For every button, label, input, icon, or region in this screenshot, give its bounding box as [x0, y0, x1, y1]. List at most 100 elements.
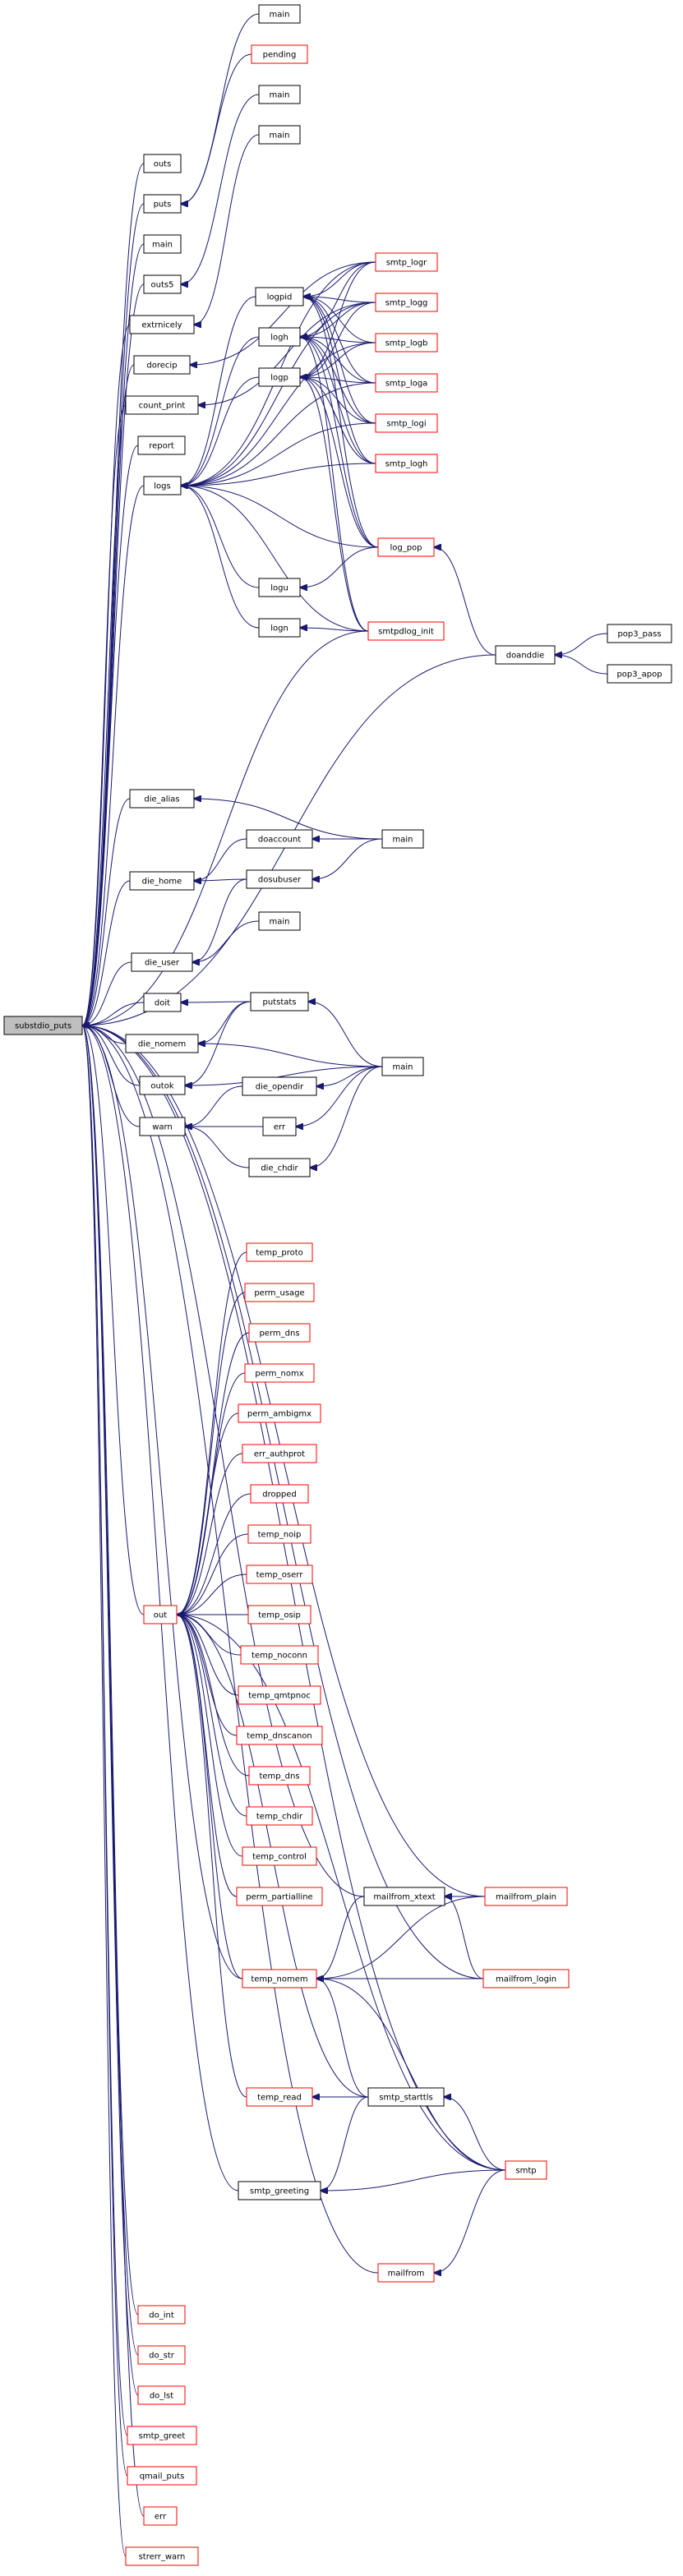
- node-label: main: [270, 11, 290, 20]
- node-label: smtp_greeting: [250, 2187, 309, 2196]
- call-edge: [316, 1896, 486, 1979]
- node-qmail-puts[interactable]: qmail_puts: [127, 2466, 197, 2486]
- node-out[interactable]: out: [143, 1605, 178, 1624]
- node-main[interactable]: main: [258, 125, 301, 145]
- node-logh[interactable]: logh: [258, 327, 301, 347]
- node-mailfrom-login[interactable]: mailfrom_login: [482, 1969, 570, 1988]
- node-temp-osip[interactable]: temp_osip: [247, 1605, 312, 1624]
- node-err[interactable]: err: [262, 1117, 297, 1136]
- node-label: temp_qmtpnoc: [248, 1692, 310, 1701]
- node-doanddie[interactable]: doanddie: [495, 645, 556, 665]
- node-temp-dns[interactable]: temp_dns: [248, 1766, 311, 1786]
- node-smtp-starttls[interactable]: smtp_starttls: [367, 2087, 445, 2107]
- node-err-authprot[interactable]: err_authprot: [242, 1444, 317, 1463]
- node-perm-partialline[interactable]: perm_partialline: [236, 1887, 323, 1906]
- node-smtp[interactable]: smtp: [505, 2160, 547, 2180]
- node-smtp-loga[interactable]: smtp_loga: [375, 373, 438, 393]
- node-mailfrom-plain[interactable]: mailfrom_plain: [484, 1887, 568, 1906]
- call-edge: [181, 486, 379, 548]
- node-do-int[interactable]: do_int: [137, 2305, 186, 2325]
- node-die-alias[interactable]: die_alias: [129, 789, 195, 809]
- node-temp-control[interactable]: temp_control: [242, 1846, 317, 1866]
- node-report[interactable]: report: [137, 435, 186, 455]
- call-edge: [300, 337, 369, 632]
- node-die-user[interactable]: die_user: [131, 952, 193, 972]
- node-strerr-warn[interactable]: strerr_warn: [125, 2546, 199, 2566]
- node-smtp-logr[interactable]: smtp_logr: [375, 252, 438, 272]
- node-die-nomem[interactable]: die_nomem: [125, 1034, 199, 1053]
- node-temp-dnscanon[interactable]: temp_dnscanon: [236, 1726, 323, 1745]
- node-label: out: [154, 1611, 167, 1620]
- node-outs[interactable]: outs: [143, 154, 182, 173]
- call-edge: [181, 422, 376, 486]
- call-edge: [82, 324, 131, 1025]
- node-label: qmail_puts: [140, 2472, 185, 2482]
- node-smtpdlog-init[interactable]: smtpdlog_init: [367, 621, 445, 641]
- node-die-opendir[interactable]: die_opendir: [242, 1076, 317, 1096]
- node-pending[interactable]: pending: [251, 44, 308, 64]
- node-temp-noip[interactable]: temp_noip: [247, 1524, 312, 1544]
- node-main[interactable]: main: [258, 4, 301, 24]
- call-edge: [300, 377, 369, 632]
- node-perm-ambigmx[interactable]: perm_ambigmx: [238, 1403, 321, 1423]
- node-temp-read[interactable]: temp_read: [246, 2087, 313, 2107]
- node-pop3-apop[interactable]: pop3_apop: [607, 664, 672, 684]
- node-putstats[interactable]: putstats: [250, 992, 309, 1012]
- node-temp-noconn[interactable]: temp_noconn: [240, 1645, 319, 1665]
- node-temp-oserr[interactable]: temp_oserr: [246, 1564, 313, 1584]
- node-err[interactable]: err: [143, 2506, 178, 2526]
- node-temp-chdir[interactable]: temp_chdir: [246, 1806, 313, 1826]
- node-label: smtp_logi: [386, 420, 426, 429]
- node-logs[interactable]: logs: [143, 476, 182, 495]
- node-die-chdir[interactable]: die_chdir: [248, 1158, 311, 1177]
- node-substdio-puts[interactable]: substdio_puts: [3, 1016, 83, 1035]
- node-outok[interactable]: outok: [139, 1076, 186, 1095]
- node-logpid[interactable]: logpid: [255, 287, 304, 306]
- node-label: report: [149, 442, 174, 451]
- node-extrnicely[interactable]: extrnicely: [129, 315, 195, 334]
- node-smtp-logg[interactable]: smtp_logg: [375, 293, 438, 312]
- node-smtp-logi[interactable]: smtp_logi: [375, 413, 438, 433]
- call-edge: [177, 1453, 243, 1615]
- node-log-pop[interactable]: log_pop: [377, 537, 435, 557]
- node-main[interactable]: main: [381, 1057, 424, 1076]
- node-outs5[interactable]: outs5: [143, 274, 182, 294]
- node-temp-proto[interactable]: temp_proto: [246, 1242, 313, 1262]
- node-perm-nomx[interactable]: perm_nomx: [244, 1363, 315, 1383]
- node-logn[interactable]: logn: [258, 618, 301, 638]
- node-temp-qmtpnoc[interactable]: temp_qmtpnoc: [238, 1685, 321, 1705]
- call-edge: [321, 2096, 369, 2191]
- call-edge: [185, 1127, 250, 1168]
- call-edge: [177, 1493, 252, 1615]
- node-dropped[interactable]: dropped: [250, 1484, 309, 1504]
- node-perm-dns[interactable]: perm_dns: [248, 1323, 311, 1343]
- node-warn[interactable]: warn: [139, 1117, 186, 1136]
- node-dorecip[interactable]: dorecip: [133, 355, 191, 375]
- node-main[interactable]: main: [381, 829, 424, 849]
- node-main[interactable]: main: [143, 234, 182, 254]
- node-logu[interactable]: logu: [258, 578, 301, 597]
- node-smtp-logb[interactable]: smtp_logb: [375, 333, 438, 353]
- node-doit[interactable]: doit: [143, 993, 182, 1012]
- node-smtp-greet[interactable]: smtp_greet: [127, 2426, 197, 2445]
- node-do-str[interactable]: do_str: [137, 2345, 186, 2365]
- node-main[interactable]: main: [258, 85, 301, 104]
- node-dosubuser[interactable]: dosubuser: [246, 869, 313, 889]
- node-do-lst[interactable]: do_lst: [137, 2385, 186, 2405]
- node-temp-nomem[interactable]: temp_nomem: [242, 1969, 317, 1988]
- node-count-print[interactable]: count_print: [125, 395, 199, 415]
- node-pop3-pass[interactable]: pop3_pass: [607, 624, 672, 643]
- node-die-home[interactable]: die_home: [129, 871, 195, 891]
- node-smtp-logh[interactable]: smtp_logh: [375, 454, 438, 473]
- node-main[interactable]: main: [258, 911, 301, 931]
- node-mailfrom[interactable]: mailfrom: [377, 2263, 435, 2283]
- node-smtp-greeting[interactable]: smtp_greeting: [238, 2181, 321, 2200]
- node-logp[interactable]: logp: [258, 367, 301, 387]
- node-mailfrom-xtext[interactable]: mailfrom_xtext: [363, 1887, 445, 1906]
- node-label: do_lst: [150, 2392, 173, 2401]
- node-puts[interactable]: puts: [143, 194, 182, 214]
- node-label: smtp: [515, 2167, 536, 2176]
- node-perm-usage[interactable]: perm_usage: [244, 1283, 315, 1302]
- node-doaccount[interactable]: doaccount: [246, 829, 313, 849]
